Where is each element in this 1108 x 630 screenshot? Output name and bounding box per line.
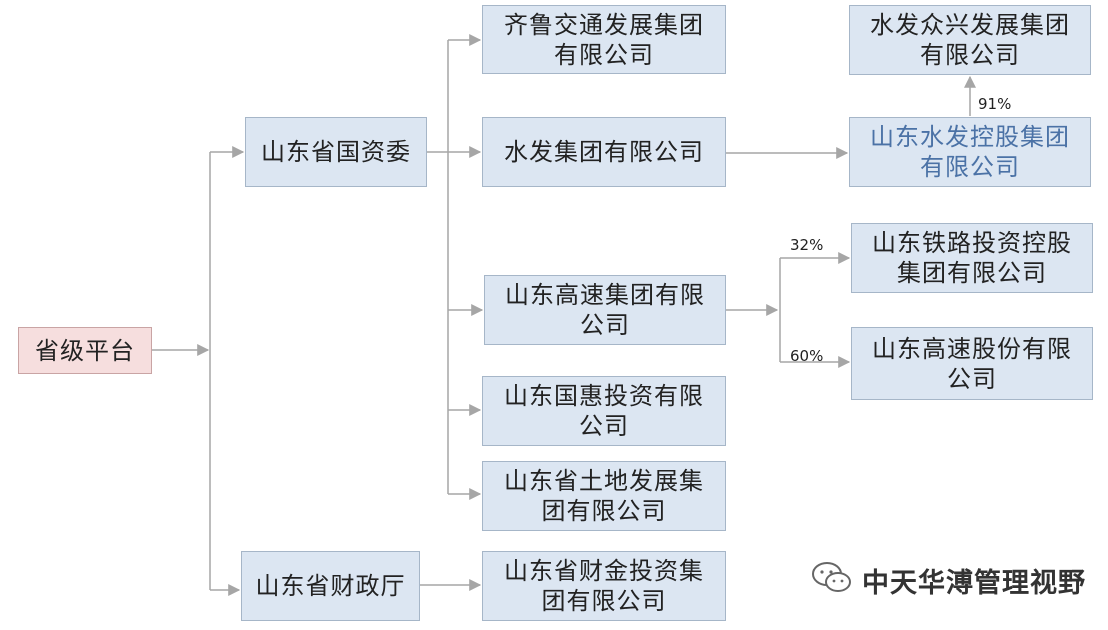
node-shuifa-zhongxing: 水发众兴发展集团 有限公司 xyxy=(849,5,1091,75)
node-provincial-platform: 省级平台 xyxy=(18,327,152,374)
watermark-text: 中天华溥管理视野 xyxy=(862,567,1086,599)
node-guohui-investment: 山东国惠投资有限 公司 xyxy=(482,376,726,446)
node-railway-investment: 山东铁路投资控股 集团有限公司 xyxy=(851,223,1093,293)
node-finance-dept: 山东省财政厅 xyxy=(241,551,420,621)
node-land-development: 山东省土地发展集 团有限公司 xyxy=(482,461,726,531)
node-sasac: 山东省国资委 xyxy=(245,117,427,187)
wechat-icon xyxy=(810,560,854,600)
percentage-label-32: 32% xyxy=(790,236,824,254)
node-shuifa-group: 水发集团有限公司 xyxy=(482,117,726,187)
percentage-label-91: 91% xyxy=(978,95,1012,113)
node-caijin-investment: 山东省财金投资集 团有限公司 xyxy=(482,551,726,621)
node-qilu-transport: 齐鲁交通发展集团 有限公司 xyxy=(482,5,726,74)
node-gaosu-group: 山东高速集团有限 公司 xyxy=(484,275,726,345)
percentage-label-60: 60% xyxy=(790,347,824,365)
node-shuifa-holding: 山东水发控股集团 有限公司 xyxy=(849,117,1091,187)
node-gaosu-share: 山东高速股份有限 公司 xyxy=(851,327,1093,400)
watermark: 中天华溥管理视野 xyxy=(810,560,1086,600)
